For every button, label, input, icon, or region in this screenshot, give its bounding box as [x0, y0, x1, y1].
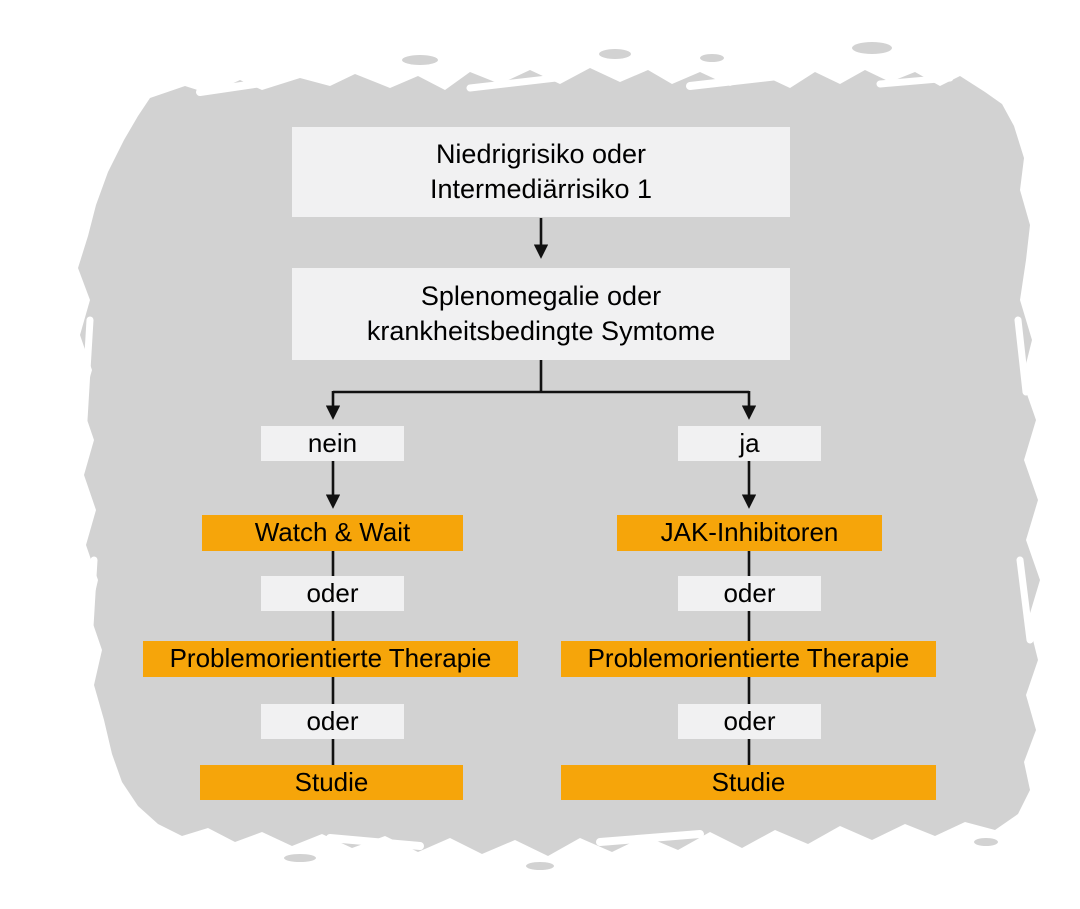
option-studie-left: Studie: [200, 765, 463, 800]
option-problemorientierte-therapie-right: Problemorientierte Therapie: [561, 641, 936, 677]
paper-specks: [284, 42, 998, 870]
option-watch-and-wait: Watch & Wait: [202, 515, 463, 551]
root-box: Niedrigrisiko oder Intermediärrisiko 1: [292, 127, 790, 217]
option-studie-right: Studie: [561, 765, 936, 800]
separator-oder-left-1: oder: [261, 576, 404, 611]
condition-box: Splenomegalie oder krankheitsbedingte Sy…: [292, 268, 790, 360]
branch-label-ja: ja: [678, 426, 821, 461]
branch-label-nein: nein: [261, 426, 404, 461]
option-jak-inhibitoren: JAK-Inhibitoren: [617, 515, 882, 551]
edge-brush-streaks: [80, 72, 1034, 850]
flow-connectors: [325, 218, 757, 765]
separator-oder-right-2: oder: [678, 704, 821, 739]
separator-oder-right-1: oder: [678, 576, 821, 611]
option-problemorientierte-therapie-left: Problemorientierte Therapie: [143, 641, 518, 677]
separator-oder-left-2: oder: [261, 704, 404, 739]
